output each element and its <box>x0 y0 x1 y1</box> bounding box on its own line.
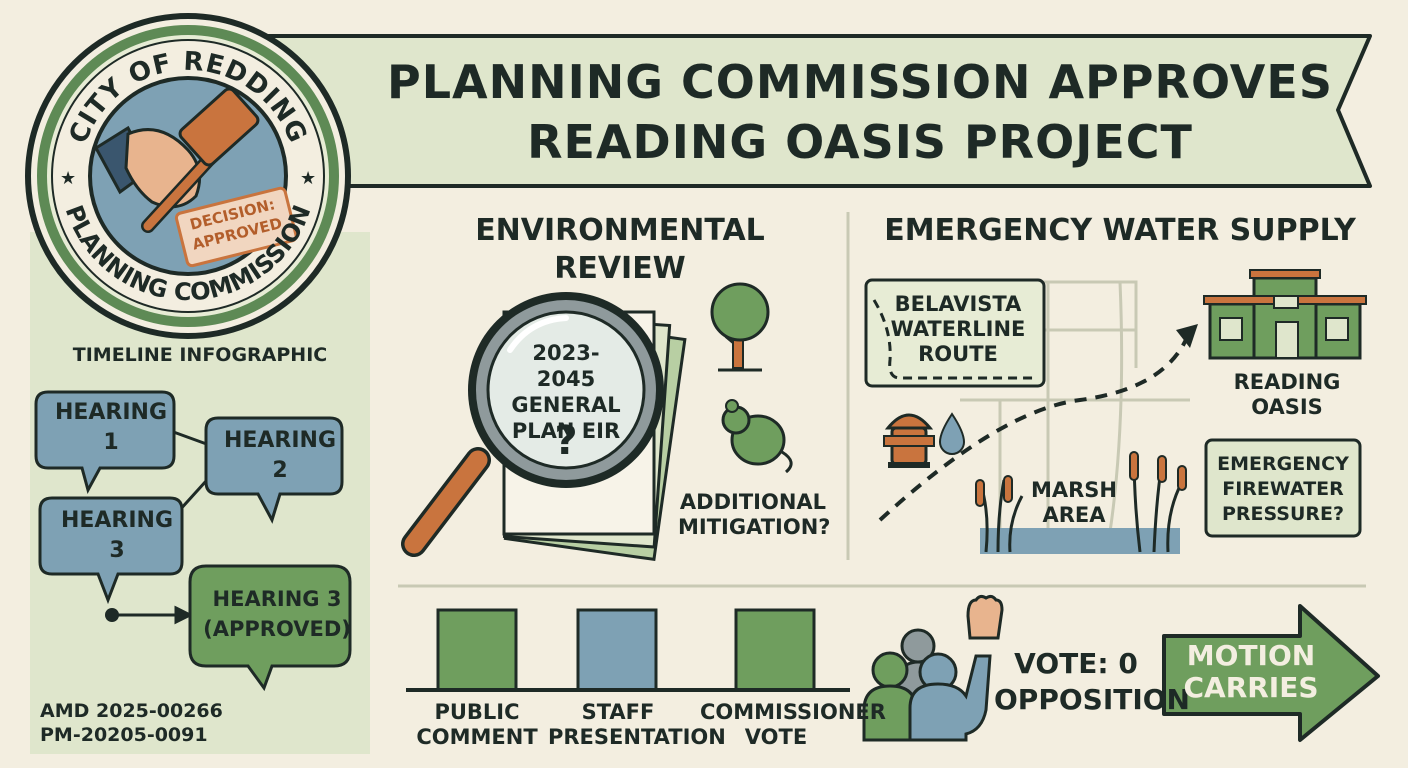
hearing-approved-label: HEARING 3 (APPROVED) <box>203 587 351 641</box>
page-title: PLANNING COMMISSION APPROVES READING OAS… <box>387 55 1333 169</box>
marsh-icon <box>975 451 1187 554</box>
mouse-icon <box>721 399 793 474</box>
approved-stamp <box>174 186 298 268</box>
commissioner-vote-label: COMMISSIONER VOTE <box>700 700 886 749</box>
hearing-bubble-1-shape <box>34 390 176 494</box>
map-lines <box>960 280 1190 533</box>
water-drop-icon <box>938 412 966 455</box>
staff-presentation-label: STAFF PRESENTATION <box>548 700 726 749</box>
firewater-card <box>1204 438 1362 538</box>
voters-icon <box>862 594 1004 742</box>
vote-result: VOTE: 0 OPPOSITION <box>994 647 1190 716</box>
tree-icon <box>710 282 770 372</box>
hearing-2-label: HEARING 2 <box>223 428 337 483</box>
environmental-review-title: ENVIRONMENTAL REVIEW <box>475 213 765 286</box>
supply-path <box>878 329 1192 522</box>
bar-public-comment <box>436 608 518 692</box>
bar-commissioner-vote <box>734 608 816 692</box>
timeline-start-dot <box>105 608 119 622</box>
eir-document-label: 2023-2045 GENERAL PLAN EIR <box>511 341 621 443</box>
svg-text:★: ★ <box>300 168 316 189</box>
svg-text:★: ★ <box>60 168 76 189</box>
building-icon <box>1203 269 1367 360</box>
water-supply-title: EMERGENCY WATER SUPPLY <box>884 213 1356 248</box>
hearing-3-label: HEARING 3 <box>60 508 174 563</box>
case-number-amd: AMD 2025-00266 <box>40 700 223 722</box>
case-number-pm: PM-20205-0091 <box>40 724 208 746</box>
bar-staff-presentation <box>576 608 658 692</box>
hearing-bubble-3-shape <box>38 496 184 605</box>
question-mark-icon: ? <box>554 418 578 464</box>
hearing-bubble-2-shape <box>204 416 344 524</box>
gavel-icon <box>141 87 260 233</box>
fire-hydrant-icon <box>883 413 935 468</box>
route-map-card <box>864 278 1046 388</box>
timeline-title: TIMELINE INFOGRAPHIC <box>72 344 328 366</box>
motion-carries-label: MOTION CARRIES <box>1183 639 1319 704</box>
additional-mitigation-label: ADDITIONAL MITIGATION? <box>678 490 831 539</box>
public-comment-label: PUBLIC COMMENT <box>416 700 538 749</box>
hearing-approved-bubble-shape <box>188 564 352 692</box>
hearing-1-label: HEARING 1 <box>54 400 168 455</box>
motion-arrow <box>1162 604 1380 742</box>
reading-oasis-label: READING OASIS <box>1233 370 1341 419</box>
route-line <box>872 299 1036 380</box>
magnifying-glass-icon <box>401 292 664 557</box>
firewater-pressure-label: EMERGENCY FIREWATER PRESSURE? <box>1217 453 1349 525</box>
arrow-head <box>1176 324 1198 348</box>
waterline-route-label: BELAVISTA WATERLINE ROUTE <box>890 292 1026 366</box>
marsh-area-label: MARSH AREA <box>1030 478 1118 527</box>
process-bars <box>406 608 850 692</box>
city-seal: ★ ★ <box>25 13 351 339</box>
